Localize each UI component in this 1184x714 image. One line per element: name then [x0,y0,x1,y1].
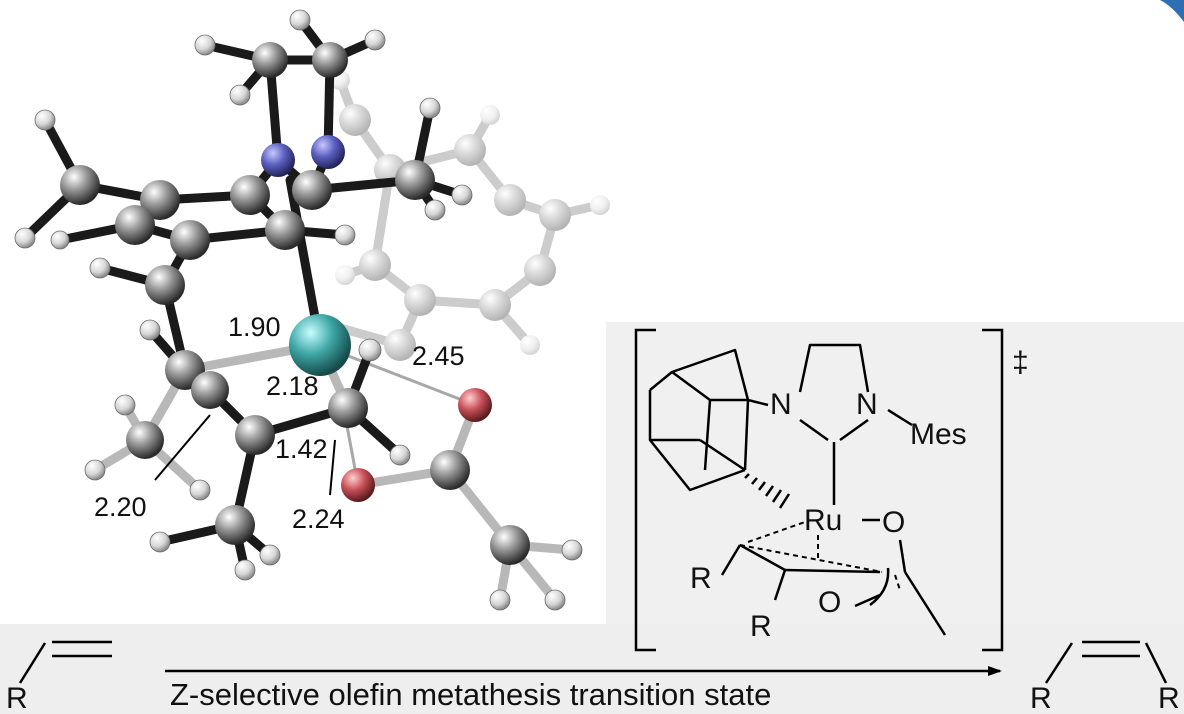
ts-atom-n2: N [856,388,878,421]
distance-label-ru-c: 1.90 [228,312,281,342]
reaction-scheme: R Z-selective olefin metathesis transiti… [6,640,1180,714]
distance-label-c-c2: 2.20 [94,492,147,522]
ts-atom-ru: Ru [804,504,842,537]
double-dagger-mark: ‡ [1012,346,1029,379]
distance-label-ru-c2: 2.18 [266,371,319,401]
product-r-label-1: R [1030,682,1052,714]
ts-panel [606,322,1184,658]
right-bracket [982,328,1004,652]
left-bracket [634,328,656,652]
ts-atom-o1: O [882,506,905,539]
oxygen-atom-1 [458,388,492,422]
nitrogen-atom-2 [311,135,345,169]
distance-label-ru-o: 2.45 [412,341,465,371]
scheme-panel [0,624,1184,714]
distance-label-c-c: 1.42 [275,434,328,464]
reactant-r-label: R [6,682,28,714]
ts-atom-n1: N [770,388,792,421]
ts-atom-r2: R [750,610,772,643]
product-r-label-2: R [1158,682,1180,714]
hydrogen-atoms [14,9,583,611]
scheme-caption: Z-selective olefin metathesis transition… [170,677,771,712]
distance-label-c-o: 2.24 [292,504,345,534]
ts-structure-2d: N N Mes Ru O O R R ‡ [634,328,1029,652]
carbon-atoms [60,42,530,565]
molecule-3d-model: 1.90 2.18 2.45 1.42 2.20 2.24 [14,9,610,611]
ts-atom-mes: Mes [910,418,967,451]
faded-fragment [320,70,610,361]
ts-atom-r1: R [690,562,712,595]
nitrogen-atom-1 [261,143,295,177]
oxygen-atom-2 [341,468,375,502]
ts-atom-o2: O [818,586,841,619]
ruthenium-atom [289,314,351,376]
corner-logo-icon [1160,0,1184,22]
